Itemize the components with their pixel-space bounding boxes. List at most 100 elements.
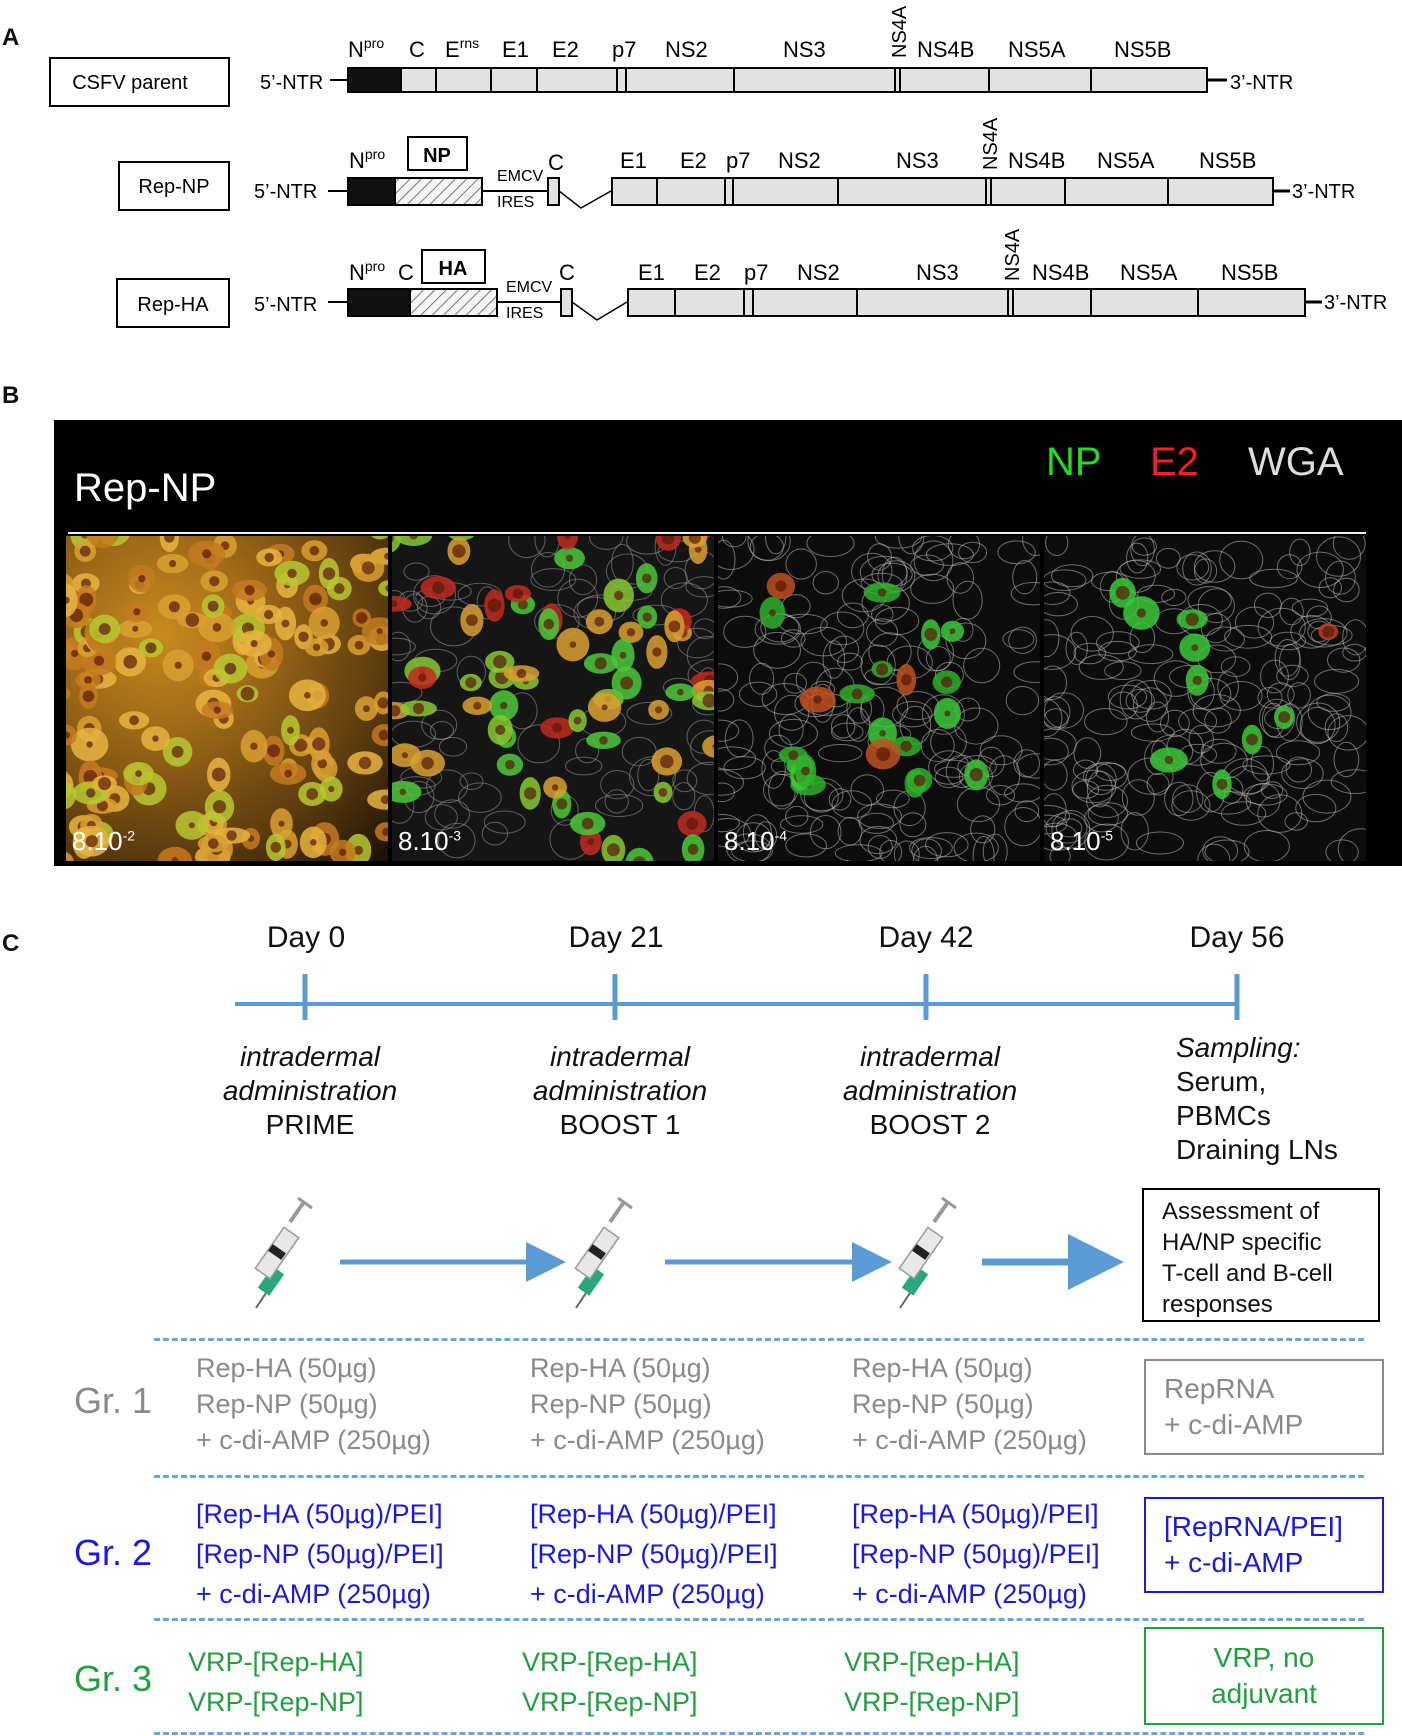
group-3-prime-dose: VRP-[Rep-HA]VRP-[Rep-NP] [188,1647,364,1717]
legend-np: NP [1046,440,1102,484]
syringe-icon [573,1196,634,1310]
assessment-box: Assessment of HA/NP specific T-cell and … [1142,1188,1380,1322]
svg-text:Npro: Npro [349,146,385,173]
group-separator [154,1618,1364,1621]
tile-label: 8.10-4 [724,826,788,856]
svg-text:EMCV: EMCV [506,279,553,296]
npro-label: Npro [348,35,384,62]
svg-text:p7: p7 [744,260,768,285]
group-separator [154,1732,1364,1735]
group-2-prime-dose: [Rep-HA (50µg)/PEI][Rep-NP (50µg)/PEI]+ … [196,1499,444,1609]
svg-text:NS2: NS2 [778,148,821,173]
svg-text:E1: E1 [502,37,529,62]
genome-diagram: CSFV parent 5’-NTR 3’-NTR Npro C Erns E1… [49,5,1387,328]
svg-text:NS4B: NS4B [917,37,974,62]
polyprotein-bar [400,67,1208,93]
group-1-summary: RepRNA+ c-di-AMP [1144,1359,1384,1455]
construct-box-rep-np [118,161,230,211]
group-3-label: Gr. 3 [74,1658,153,1699]
svg-text:E2: E2 [552,37,579,62]
timeline [235,974,1240,1020]
syringe-icon [253,1196,314,1310]
day-0-label: Day 0 [266,921,346,954]
injection-row [253,1196,1124,1310]
group-2-label: Gr. 2 [74,1532,153,1573]
group-3-boost1-dose: VRP-[Rep-HA]VRP-[Rep-NP] [522,1647,698,1717]
microscopy-title: Rep-NP [74,466,217,510]
image-tile-dilution-5: 8.10-5 [1044,536,1366,861]
svg-text:5’-NTR: 5’-NTR [254,181,317,203]
svg-text:Erns: Erns [445,35,479,62]
svg-text:E2: E2 [694,260,721,285]
syringe-icon [897,1196,958,1310]
group-3-boost2-dose: VRP-[Rep-HA]VRP-[Rep-NP] [844,1647,1020,1717]
construct-label-rep-np: Rep-NP [138,176,209,198]
scale-divider [68,532,1366,534]
group-separator [154,1475,1364,1478]
svg-text:NS3: NS3 [783,37,826,62]
svg-text:HA: HA [439,258,468,280]
svg-text:C: C [548,150,564,175]
svg-text:NS4B: NS4B [1008,148,1065,173]
np-insert-segment [394,177,483,206]
svg-text:NS3: NS3 [896,148,939,173]
svg-text:IRES: IRES [497,194,534,211]
image-tile-dilution-4: 8.10-4 [718,536,1040,861]
svg-text:3’-NTR: 3’-NTR [1324,292,1387,314]
svg-text:NS2: NS2 [665,37,708,62]
svg-text:NS4B: NS4B [1032,260,1089,285]
group-separator [154,1338,1364,1341]
group-2-boost1-dose: [Rep-HA (50µg)/PEI][Rep-NP (50µg)/PEI]+ … [530,1499,778,1609]
svg-text:p7: p7 [612,37,636,62]
svg-text:NS4A: NS4A [889,5,911,58]
group-2-summary: [RepRNA/PEI]+ c-di-AMP [1144,1497,1384,1593]
ha-insert-segment [409,288,498,317]
day-56-label: Day 56 [1189,921,1285,954]
tile-label: 8.10-3 [398,826,462,856]
tile-label: 8.10-2 [72,826,136,856]
group-1-boost1-dose: Rep-HA (50µg)Rep-NP (50µg)+ c-di-AMP (25… [530,1353,765,1455]
svg-text:NS4A: NS4A [980,117,1002,170]
svg-text:NS5B: NS5B [1199,148,1256,173]
ntr5-label: 5’-NTR [260,72,323,94]
legend-wga: WGA [1248,440,1344,484]
svg-text:E2: E2 [680,148,707,173]
svg-text:C: C [409,37,425,62]
panel-letter-c: C [2,930,20,957]
svg-text:NS5B: NS5B [1114,37,1171,62]
npro-segment [347,67,402,93]
legend-e2: E2 [1150,440,1199,484]
group-1-boost2-dose: Rep-HA (50µg)Rep-NP (50µg)+ c-di-AMP (25… [852,1353,1087,1455]
svg-text:NS4A: NS4A [1002,228,1024,281]
svg-text:C: C [398,260,414,285]
svg-text:NS5A: NS5A [1120,260,1178,285]
svg-text:EMCV: EMCV [497,168,544,185]
group-2-boost2-dose: [Rep-HA (50µg)/PEI][Rep-NP (50µg)/PEI]+ … [852,1499,1100,1609]
image-tile-dilution-2: 8.10-2 [66,536,388,861]
day-21-label: Day 21 [568,921,664,954]
group-1-prime-dose: Rep-HA (50µg)Rep-NP (50µg)+ c-di-AMP (25… [196,1353,431,1455]
svg-text:E1: E1 [638,260,665,285]
np-insert-box [407,136,468,171]
svg-text:C: C [559,260,575,285]
svg-text:3’-NTR: 3’-NTR [1292,181,1355,203]
svg-text:p7: p7 [726,148,750,173]
svg-text:NS5B: NS5B [1221,260,1278,285]
group-1-label: Gr. 1 [74,1380,153,1421]
svg-text:Npro: Npro [349,258,385,285]
day-42-label: Day 42 [878,921,974,954]
tile-label: 8.10-5 [1050,826,1114,856]
construct-box-rep-ha [116,278,230,328]
image-tile-dilution-3: 8.10-3 [392,536,714,861]
sampling-annotation: Sampling: Serum, PBMCs Draining LNs [1176,1032,1338,1165]
construct-box-csfv [49,57,230,107]
panel-letter-a: A [2,24,20,51]
svg-text:E1: E1 [620,148,647,173]
ntr3-label: 3’-NTR [1230,72,1293,94]
construct-label-csfv: CSFV parent [72,72,188,94]
svg-text:IRES: IRES [506,305,543,322]
